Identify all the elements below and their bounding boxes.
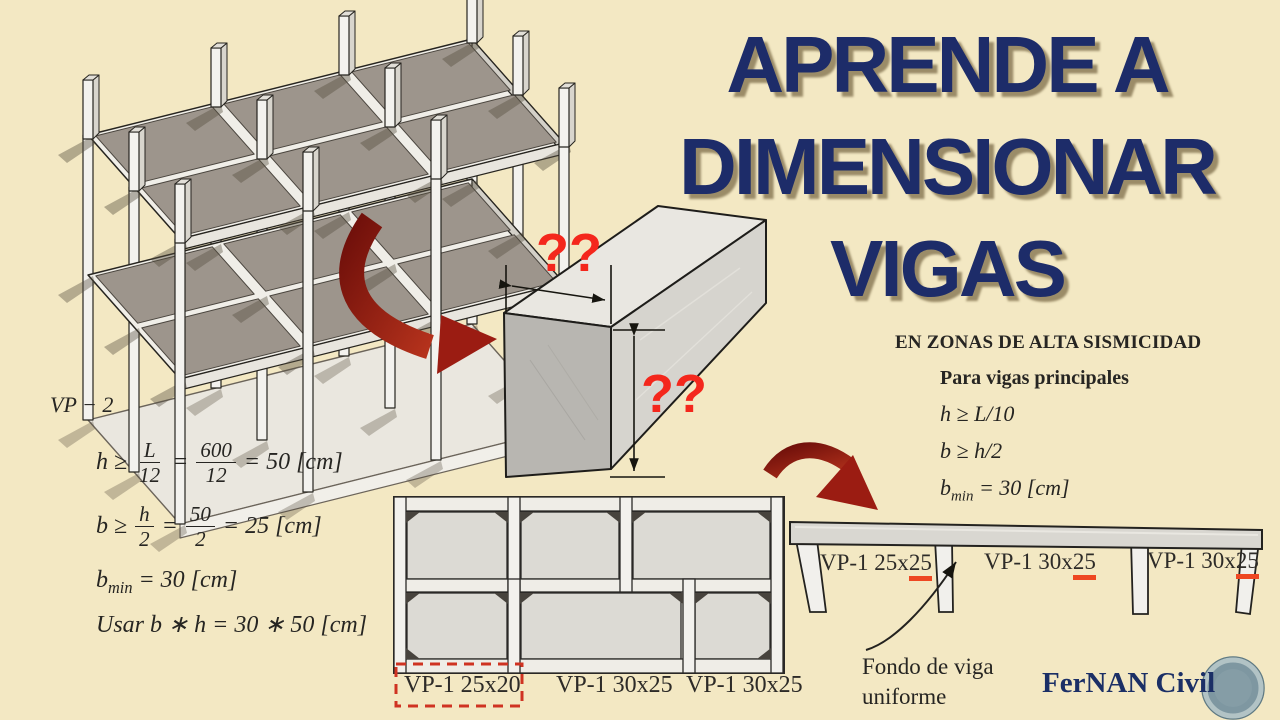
- fraction: 600 12: [196, 438, 236, 487]
- annotation-leader-arrow: [865, 561, 957, 651]
- main-title: APRENDE A DIMENSIONAR VIGAS: [618, 14, 1276, 320]
- channel-name: FerNAN Civil: [1042, 667, 1216, 699]
- plan-beam-label-3: VP-1 30x25: [686, 672, 803, 698]
- red-arrow-frame-to-elevation-icon: [763, 442, 878, 510]
- plan-beam-label-1: VP-1 25x20: [404, 672, 521, 698]
- dimensioning-formulas: h ≥ L 12 = 600 12 = 50 [cm] b ≥ h 2 = 50…: [96, 438, 367, 652]
- seismic-formula-h: h ≥ L/10: [940, 401, 1015, 426]
- plan-beam-label-2: VP-1 30x25: [556, 672, 673, 698]
- seismic-title: EN ZONAS DE ALTA SISMICIDAD: [895, 332, 1202, 353]
- seismic-formula-bmin: bmin = 30 [cm]: [940, 475, 1070, 505]
- underlined-dimension: 25: [1072, 549, 1096, 580]
- seismic-subtitle: Para vigas principales: [940, 367, 1129, 389]
- question-marks-width: ??: [536, 223, 602, 283]
- question-marks-height: ??: [641, 364, 707, 424]
- title-line-1: APRENDE A: [726, 20, 1170, 109]
- fraction: 50 2: [185, 502, 215, 551]
- underlined-dimension: 25: [908, 550, 932, 581]
- underlined-dimension: 25: [1235, 548, 1259, 579]
- beam-elevation-illustration: [789, 520, 1263, 651]
- seismic-formula-b: b ≥ h/2: [940, 438, 1003, 463]
- red-arrow-building-to-beam-icon: [339, 212, 497, 374]
- seismic-note: EN ZONAS DE ALTA SISMICIDAD Para vigas p…: [895, 332, 1235, 505]
- fraction: h 2: [135, 502, 154, 551]
- formula-use: Usar b ∗ h = 30 ∗ 50 [cm]: [96, 612, 368, 639]
- formula-b: b ≥ h 2 = 50 2 = 25 [cm]: [96, 502, 322, 552]
- elevation-beam-label-2: VP-1 30x25: [984, 549, 1096, 580]
- frame-front-view-illustration: [393, 496, 785, 708]
- highlight-dashed-box: [394, 662, 524, 708]
- title-line-3: VIGAS: [830, 224, 1067, 313]
- uniform-soffit-annotation: Fondo de viga uniforme: [862, 654, 994, 709]
- channel-logo-icon: [1201, 656, 1265, 720]
- elevation-beam-label-1: VP-1 25x25: [820, 550, 932, 581]
- elevation-beam-label-3: VP-1 30x25: [1147, 548, 1259, 579]
- beam-3d-illustration: [498, 205, 767, 478]
- title-line-2: DIMENSIONAR: [679, 122, 1218, 211]
- formula-h: h ≥ L 12 = 600 12 = 50 [cm]: [96, 438, 343, 488]
- beam-id-label: VP − 2: [50, 392, 114, 417]
- fraction: L 12: [139, 438, 161, 488]
- formula-bmin: bmin = 30 [cm]: [96, 566, 238, 597]
